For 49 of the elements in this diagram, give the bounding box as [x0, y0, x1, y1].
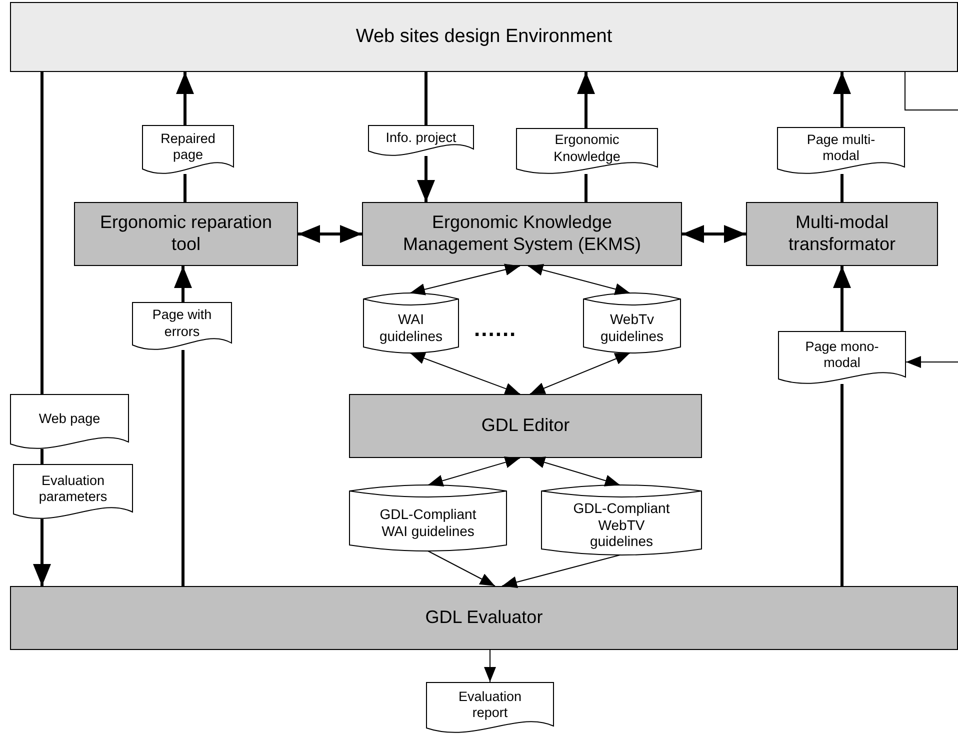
node-label: Repaired page	[160, 130, 216, 164]
arrow	[410, 264, 520, 296]
node-label: GDL Editor	[481, 415, 570, 437]
node-label: Page with errors	[151, 307, 213, 340]
arrow	[33, 519, 51, 586]
node-label: Ergonomic Knowledge	[552, 132, 622, 166]
database-cylinder	[363, 290, 459, 356]
database-cylinder	[349, 482, 507, 554]
arrow	[417, 156, 435, 202]
process-box	[362, 202, 682, 266]
node-label: GDL Evaluator	[425, 607, 543, 629]
node-label: Web sites design Environment	[356, 25, 612, 49]
node-label: WAI guidelines	[378, 310, 444, 345]
ellipsis-label: ......	[474, 315, 517, 343]
process-box	[349, 394, 702, 458]
arrow	[176, 72, 194, 125]
arrow	[174, 266, 192, 302]
database-cylinder	[541, 482, 702, 558]
arrow	[577, 72, 595, 128]
arrow	[833, 72, 851, 127]
node-label: Evaluation parameters	[38, 472, 108, 506]
arrow	[428, 550, 496, 586]
arrow	[833, 266, 851, 331]
environment-box	[10, 2, 958, 72]
node-label: Ergonomic reparation tool	[98, 212, 274, 256]
arrow	[410, 352, 520, 394]
arrow	[906, 356, 958, 368]
arrow	[530, 456, 620, 486]
node-label: WebTv guidelines	[599, 310, 665, 345]
process-box	[10, 586, 958, 650]
arrow	[528, 264, 630, 295]
arrow	[298, 225, 362, 243]
process-box	[74, 202, 298, 266]
node-label: Page multi-modal	[806, 132, 876, 165]
node-label: Page mono-modal	[804, 338, 880, 372]
node-label: Ergonomic Knowledge Management System (EKMS)	[402, 212, 642, 256]
arrow	[682, 225, 746, 243]
node-label: Info. project	[384, 130, 458, 147]
arrow	[502, 554, 620, 588]
database-cylinder	[583, 290, 681, 356]
node-label: Web page	[38, 410, 102, 428]
arrow	[484, 650, 496, 682]
node-label: Multi-modal transformator	[787, 212, 897, 256]
node-label: GDL-Compliant WAI guidelines	[378, 505, 478, 540]
arrow	[428, 456, 520, 487]
arrow	[530, 352, 630, 394]
node-label: Evaluation report	[457, 688, 523, 722]
node-label: GDL-Compliant WebTV guidelines	[572, 498, 671, 550]
process-box	[746, 202, 938, 266]
